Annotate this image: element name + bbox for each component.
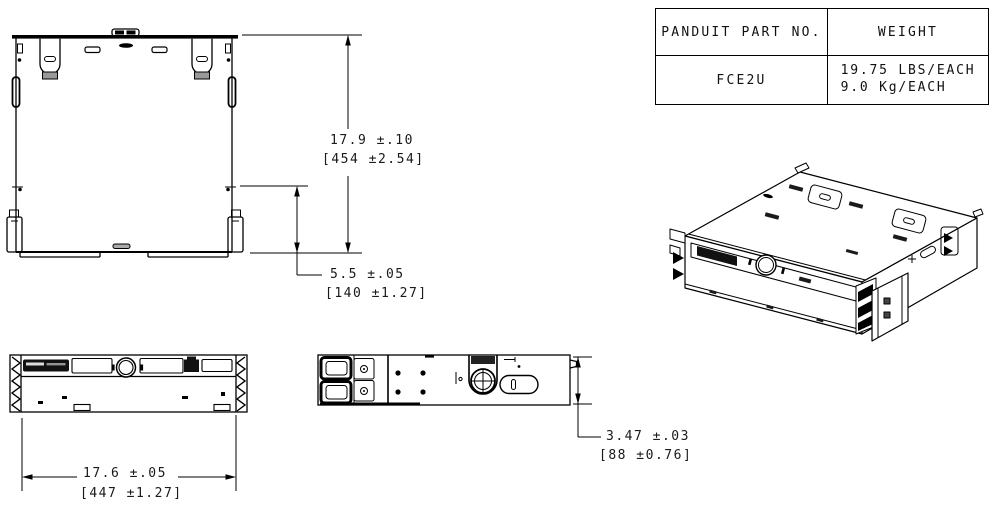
weight-lbs: 19.75 LBS/EACH — [840, 63, 976, 79]
dim-depth-overall-inches: 17.9 ±.10 — [330, 133, 414, 148]
spec-table-header-part-no: PANDUIT PART NO. — [656, 9, 828, 56]
spec-table-weight-value: 19.75 LBS/EACH 9.0 Kg/EACH — [828, 56, 988, 104]
isometric-view-drawing — [669, 162, 984, 342]
front-view-drawing — [9, 354, 248, 413]
spec-table-part-no-value: FCE2U — [656, 56, 828, 104]
dim-height-inches: 3.47 ±.03 — [606, 429, 690, 444]
weight-kg: 9.0 Kg/EACH — [840, 80, 947, 95]
spec-table-header-weight: WEIGHT — [828, 9, 988, 56]
dim-rear-depth-mm: [140 ±1.27] — [325, 286, 428, 301]
dim-height-mm: [88 ±0.76] — [599, 448, 693, 463]
dim-width-mm: [447 ±1.27] — [80, 486, 183, 501]
side-view-drawing — [317, 354, 578, 406]
dim-lines-width — [21, 415, 237, 491]
dim-lines-depth — [240, 34, 362, 276]
dim-lines-height — [573, 356, 601, 438]
dim-rear-depth-inches: 5.5 ±.05 — [330, 267, 405, 282]
top-view-drawing — [6, 28, 244, 258]
spec-table: PANDUIT PART NO. WEIGHT FCE2U 19.75 LBS/… — [655, 8, 989, 105]
dim-width-inches: 17.6 ±.05 — [83, 466, 167, 481]
dim-depth-overall-mm: [454 ±2.54] — [322, 152, 425, 167]
